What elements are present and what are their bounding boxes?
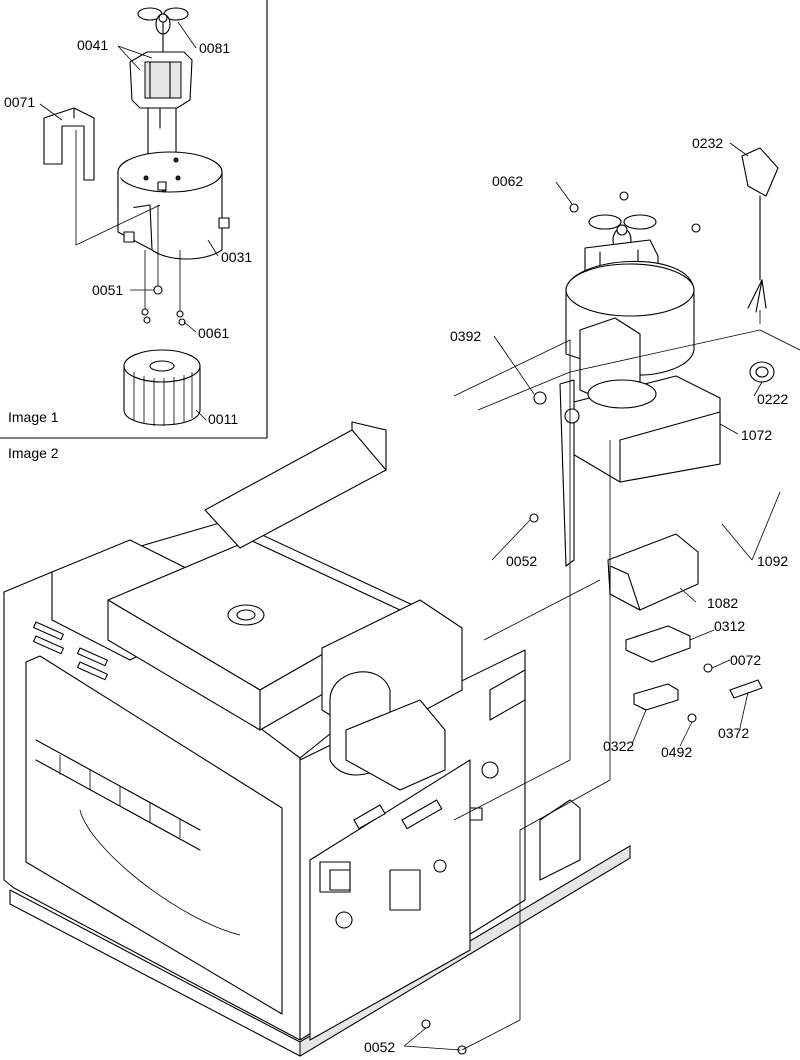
caption-image-1: Image 1 [8, 409, 59, 425]
label-0392: 0392 [450, 328, 481, 344]
label-1082: 1082 [707, 595, 738, 611]
label-0061: 0061 [198, 325, 229, 341]
screws-small [141, 205, 186, 326]
blower-wheel [123, 349, 201, 426]
label-0312: 0312 [714, 618, 745, 634]
label-0222: 0222 [757, 391, 788, 407]
label-0051: 0051 [92, 282, 123, 298]
label-0062: 0062 [492, 173, 523, 189]
label-0052-upper: 0052 [506, 553, 537, 569]
label-0072: 0072 [730, 652, 761, 668]
blower-assembly [421, 147, 800, 1055]
shield-bracket [43, 107, 95, 181]
label-0041: 0041 [77, 37, 108, 53]
label-0232: 0232 [692, 135, 723, 151]
label-0322: 0322 [603, 738, 634, 754]
inset-image-1 [0, 0, 268, 439]
label-0492: 0492 [661, 744, 692, 760]
label-1092: 1092 [757, 553, 788, 569]
oven-rack [35, 739, 201, 851]
label-0011: 0011 [208, 411, 238, 427]
label-0081: 0081 [199, 40, 230, 56]
label-0071: 0071 [4, 94, 35, 110]
blower-housing-small [117, 151, 230, 260]
label-0031: 0031 [221, 249, 252, 265]
caption-image-2: Image 2 [8, 445, 59, 461]
fan-motor [129, 21, 193, 171]
label-0052-lower: 0052 [364, 1039, 395, 1055]
label-0372: 0372 [718, 725, 749, 741]
oven-cabinet [3, 421, 631, 1057]
label-1072: 1072 [741, 427, 772, 443]
